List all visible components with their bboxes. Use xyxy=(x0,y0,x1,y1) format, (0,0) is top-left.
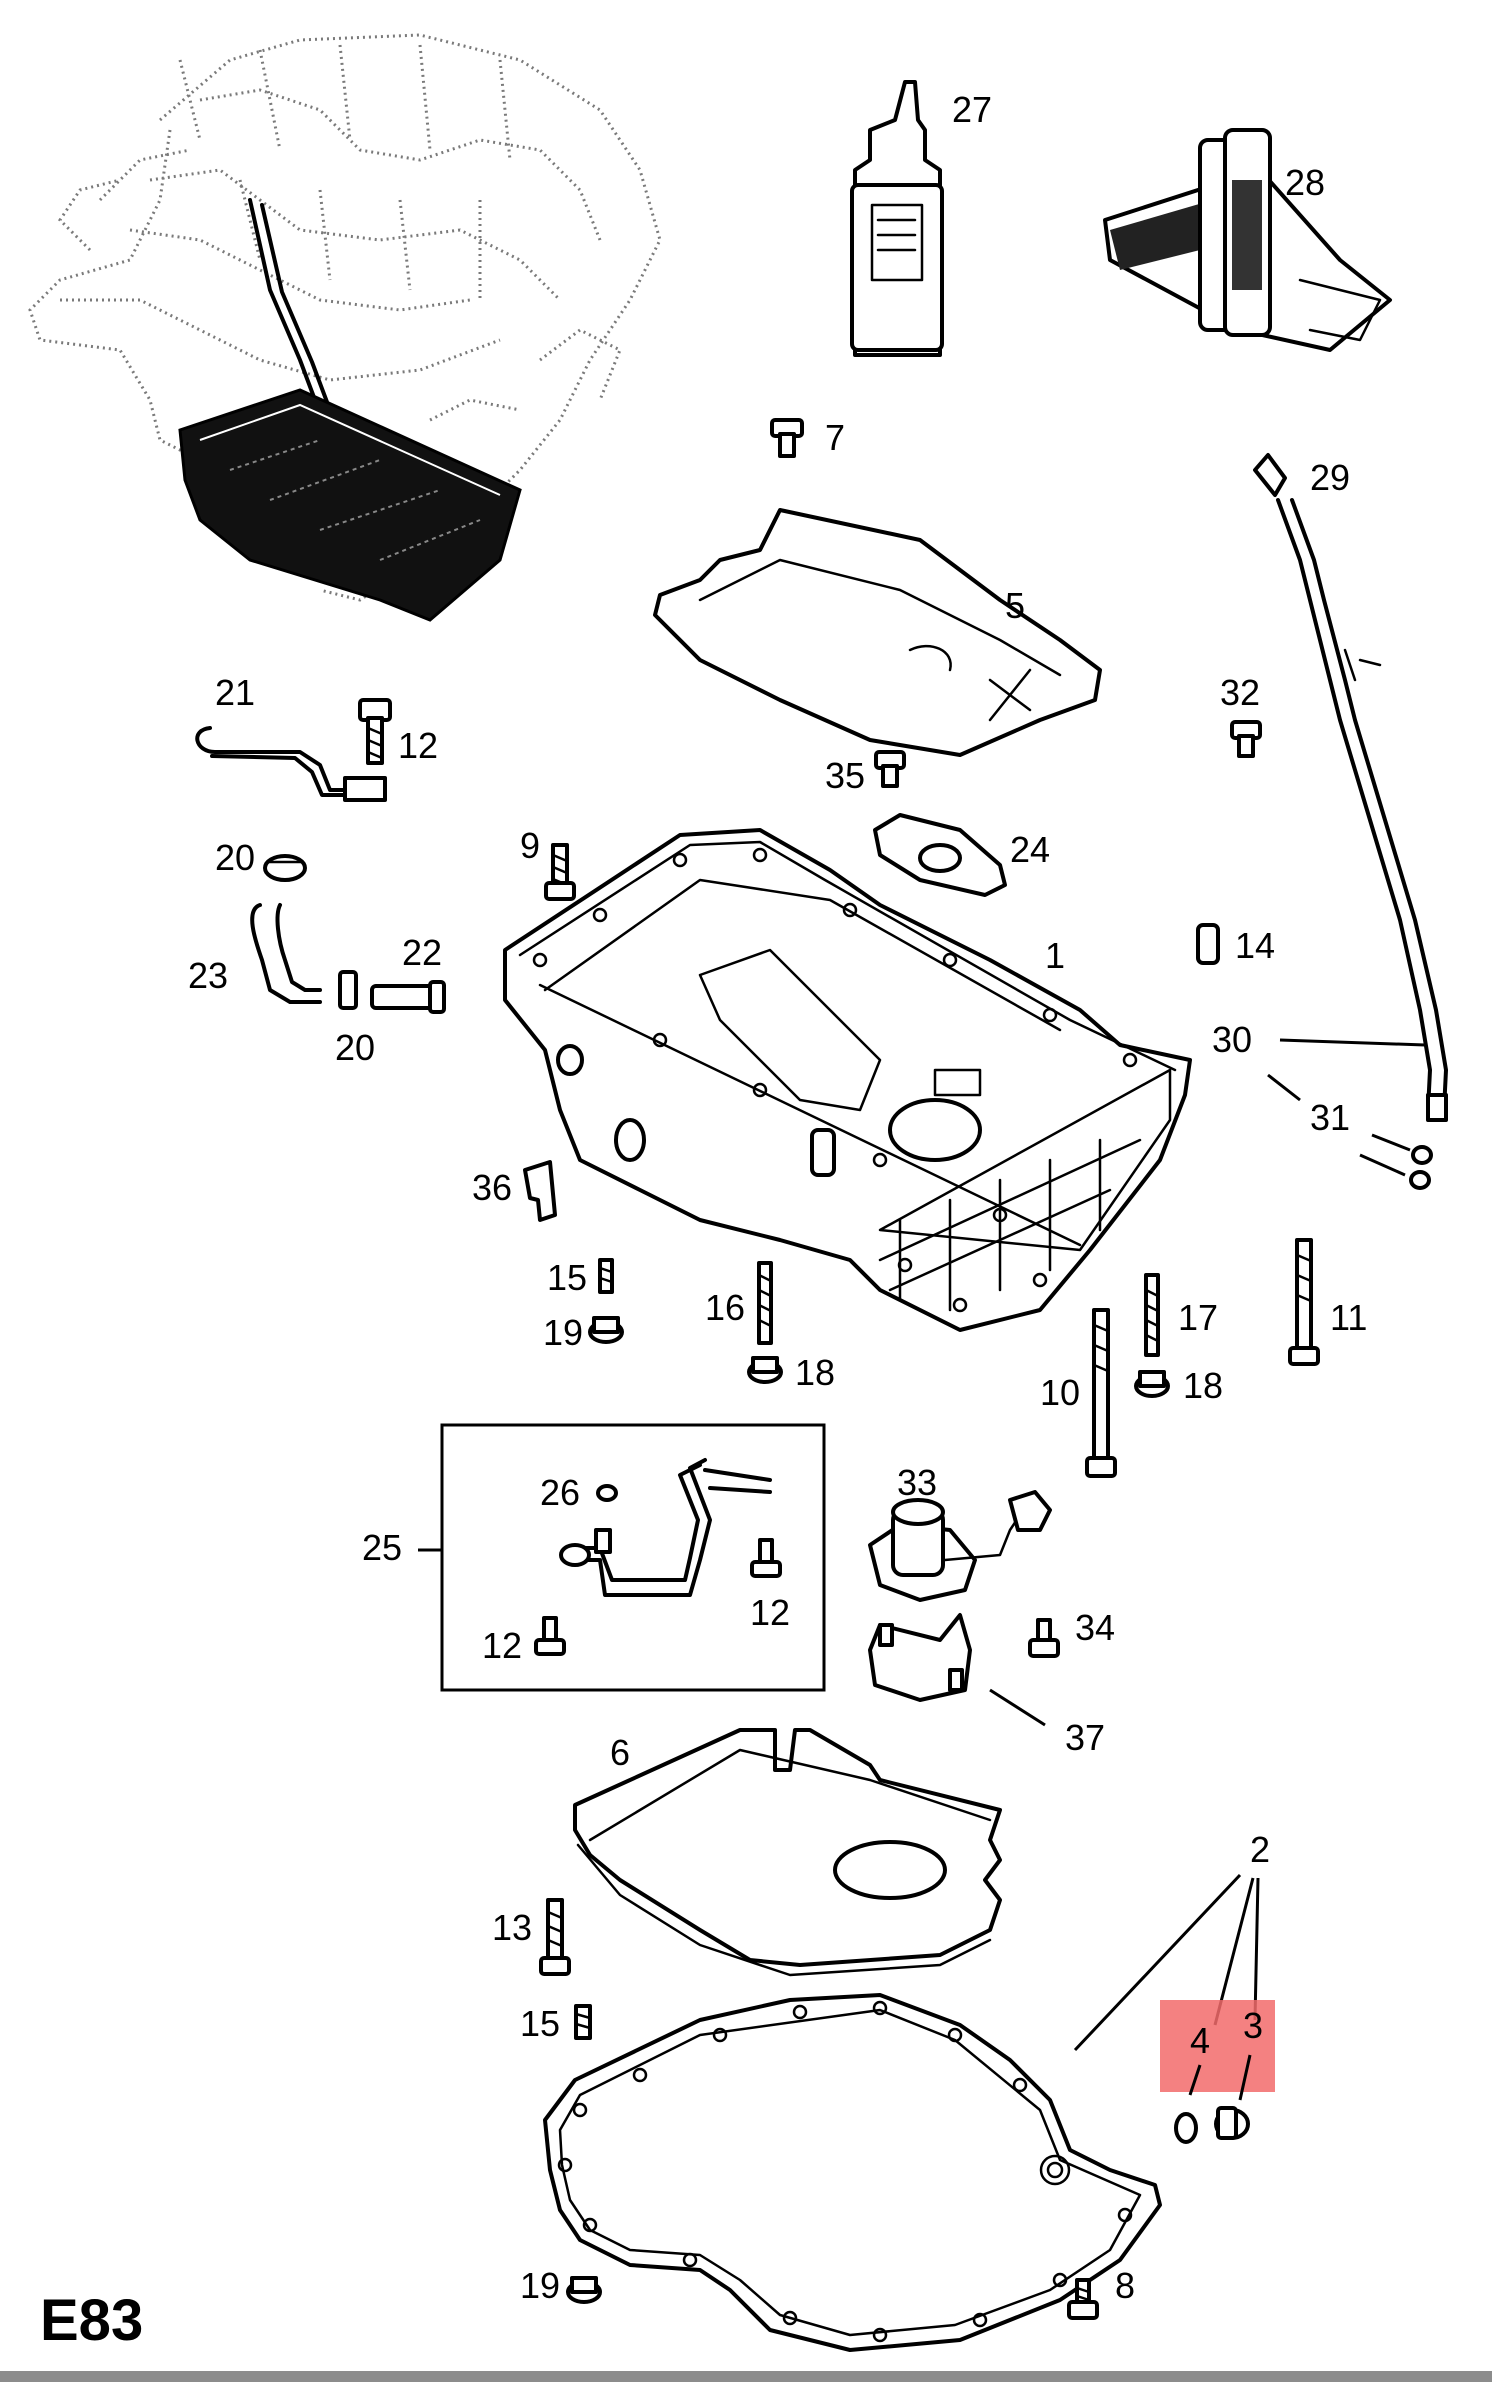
label-17: 17 xyxy=(1178,1297,1218,1338)
label-5: 5 xyxy=(1005,585,1025,626)
clip-36-icon xyxy=(523,1160,557,1222)
label-10: 10 xyxy=(1040,1372,1080,1413)
label-12-upper: 12 xyxy=(398,725,438,766)
label-34: 34 xyxy=(1075,1607,1115,1648)
label-16: 16 xyxy=(705,1287,745,1328)
label-21: 21 xyxy=(215,672,255,713)
leader-30 xyxy=(1279,1038,1426,1047)
stud-16-icon xyxy=(757,1261,773,1345)
label-19-upper: 19 xyxy=(543,1312,583,1353)
leader-37 xyxy=(989,1688,1046,1727)
label-20-lower: 20 xyxy=(335,1027,375,1068)
label-25: 25 xyxy=(362,1527,402,1568)
label-4: 4 xyxy=(1190,2020,1210,2061)
label-31: 31 xyxy=(1310,1097,1350,1138)
label-14: 14 xyxy=(1235,925,1275,966)
bolt-32-icon xyxy=(1230,720,1262,758)
leader-3-4 xyxy=(1188,2054,1252,2101)
label-1: 1 xyxy=(1045,935,1065,976)
label-26: 26 xyxy=(540,1472,580,1513)
bottom-bar xyxy=(0,2371,1492,2382)
label-24: 24 xyxy=(1010,829,1050,870)
label-22: 22 xyxy=(402,932,442,973)
washer-4-icon xyxy=(1174,2112,1198,2144)
label-12-box-right: 12 xyxy=(750,1592,790,1633)
pan-bolt-holes xyxy=(532,847,1138,1313)
dipstick-tube-illustration xyxy=(1253,453,1448,1122)
label-12-box-left: 12 xyxy=(482,1625,522,1666)
sealant-bottle-illustration xyxy=(850,80,944,357)
label-15-upper: 15 xyxy=(547,1257,587,1298)
bolt-10-icon xyxy=(1085,1308,1117,1478)
dowel-14-icon xyxy=(1196,923,1220,965)
nut-19-icon xyxy=(588,1316,624,1344)
nut-19-lower-icon xyxy=(566,2276,602,2304)
engine-overview-illustration xyxy=(28,33,662,622)
kit-25-frame xyxy=(440,1423,826,1692)
diagram-code: E83 xyxy=(40,2288,143,2353)
label-13: 13 xyxy=(492,1907,532,1948)
bolt-11-icon xyxy=(1288,1238,1320,1366)
oil-level-sensor-33-illustration xyxy=(868,1490,1052,1602)
label-19-lower: 19 xyxy=(520,2265,560,2306)
bolt-8-icon xyxy=(1067,2278,1099,2320)
bracket-37-illustration xyxy=(868,1613,972,1702)
highlight-part-4 xyxy=(1160,2000,1275,2092)
o-rings-31-icon xyxy=(1409,1145,1433,1190)
label-35: 35 xyxy=(825,755,865,796)
label-2: 2 xyxy=(1250,1829,1270,1870)
label-7: 7 xyxy=(825,417,845,458)
bolt-7-icon xyxy=(770,418,804,458)
bolt-35-icon xyxy=(874,750,906,788)
clamp-20-icon xyxy=(263,854,307,882)
bolt-9-icon xyxy=(544,843,576,901)
upper-oil-pan-illustration xyxy=(503,828,1192,1332)
label-11: 11 xyxy=(1330,1297,1367,1338)
label-29: 29 xyxy=(1310,457,1350,498)
sealant-kit-illustration xyxy=(1103,128,1392,352)
label-36: 36 xyxy=(472,1167,512,1208)
label-9: 9 xyxy=(520,825,540,866)
bolt-12-icon xyxy=(358,698,392,765)
label-23: 23 xyxy=(188,955,228,996)
drain-plug-3-icon xyxy=(1214,2106,1250,2140)
hose-23-illustration xyxy=(250,903,322,1004)
label-3: 3 xyxy=(1243,2005,1263,2046)
bolt-13-icon xyxy=(539,1898,571,1976)
pipe-21-illustration xyxy=(195,726,387,802)
bolt-12-box-right-icon xyxy=(750,1538,782,1578)
label-33: 33 xyxy=(897,1462,937,1503)
stud-15-lower-icon xyxy=(574,2004,592,2040)
lower-pan-bolt-holes xyxy=(557,2000,1133,2343)
bolt-12-box-left-icon xyxy=(534,1616,566,1656)
bolt-34-icon xyxy=(1028,1618,1060,1658)
nut-18-icon xyxy=(747,1356,783,1384)
lower-oil-pan-2-illustration xyxy=(543,1993,1162,2352)
connector-22-icon xyxy=(370,980,446,1014)
label-30: 30 xyxy=(1212,1019,1252,1060)
label-28: 28 xyxy=(1285,162,1325,203)
leader-31 xyxy=(1267,1073,1411,1177)
label-6: 6 xyxy=(610,1732,630,1773)
gasket-24-illustration xyxy=(873,813,1007,897)
label-32: 32 xyxy=(1220,672,1260,713)
label-18-left: 18 xyxy=(795,1352,835,1393)
label-27: 27 xyxy=(952,89,992,130)
oil-pipe-25-illustration xyxy=(559,1458,772,1597)
windage-tray-illustration xyxy=(653,508,1102,757)
clamp-20-lower-icon xyxy=(338,970,358,1010)
nut-18-right-icon xyxy=(1134,1370,1170,1398)
label-8: 8 xyxy=(1115,2265,1135,2306)
label-37: 37 xyxy=(1065,1717,1105,1758)
label-18-right: 18 xyxy=(1183,1365,1223,1406)
label-20-upper: 20 xyxy=(215,837,255,878)
stud-17-icon xyxy=(1144,1273,1160,1357)
label-15-lower: 15 xyxy=(520,2003,560,2044)
stud-15-icon xyxy=(598,1258,614,1294)
baffle-plate-6-illustration xyxy=(573,1728,1002,1977)
